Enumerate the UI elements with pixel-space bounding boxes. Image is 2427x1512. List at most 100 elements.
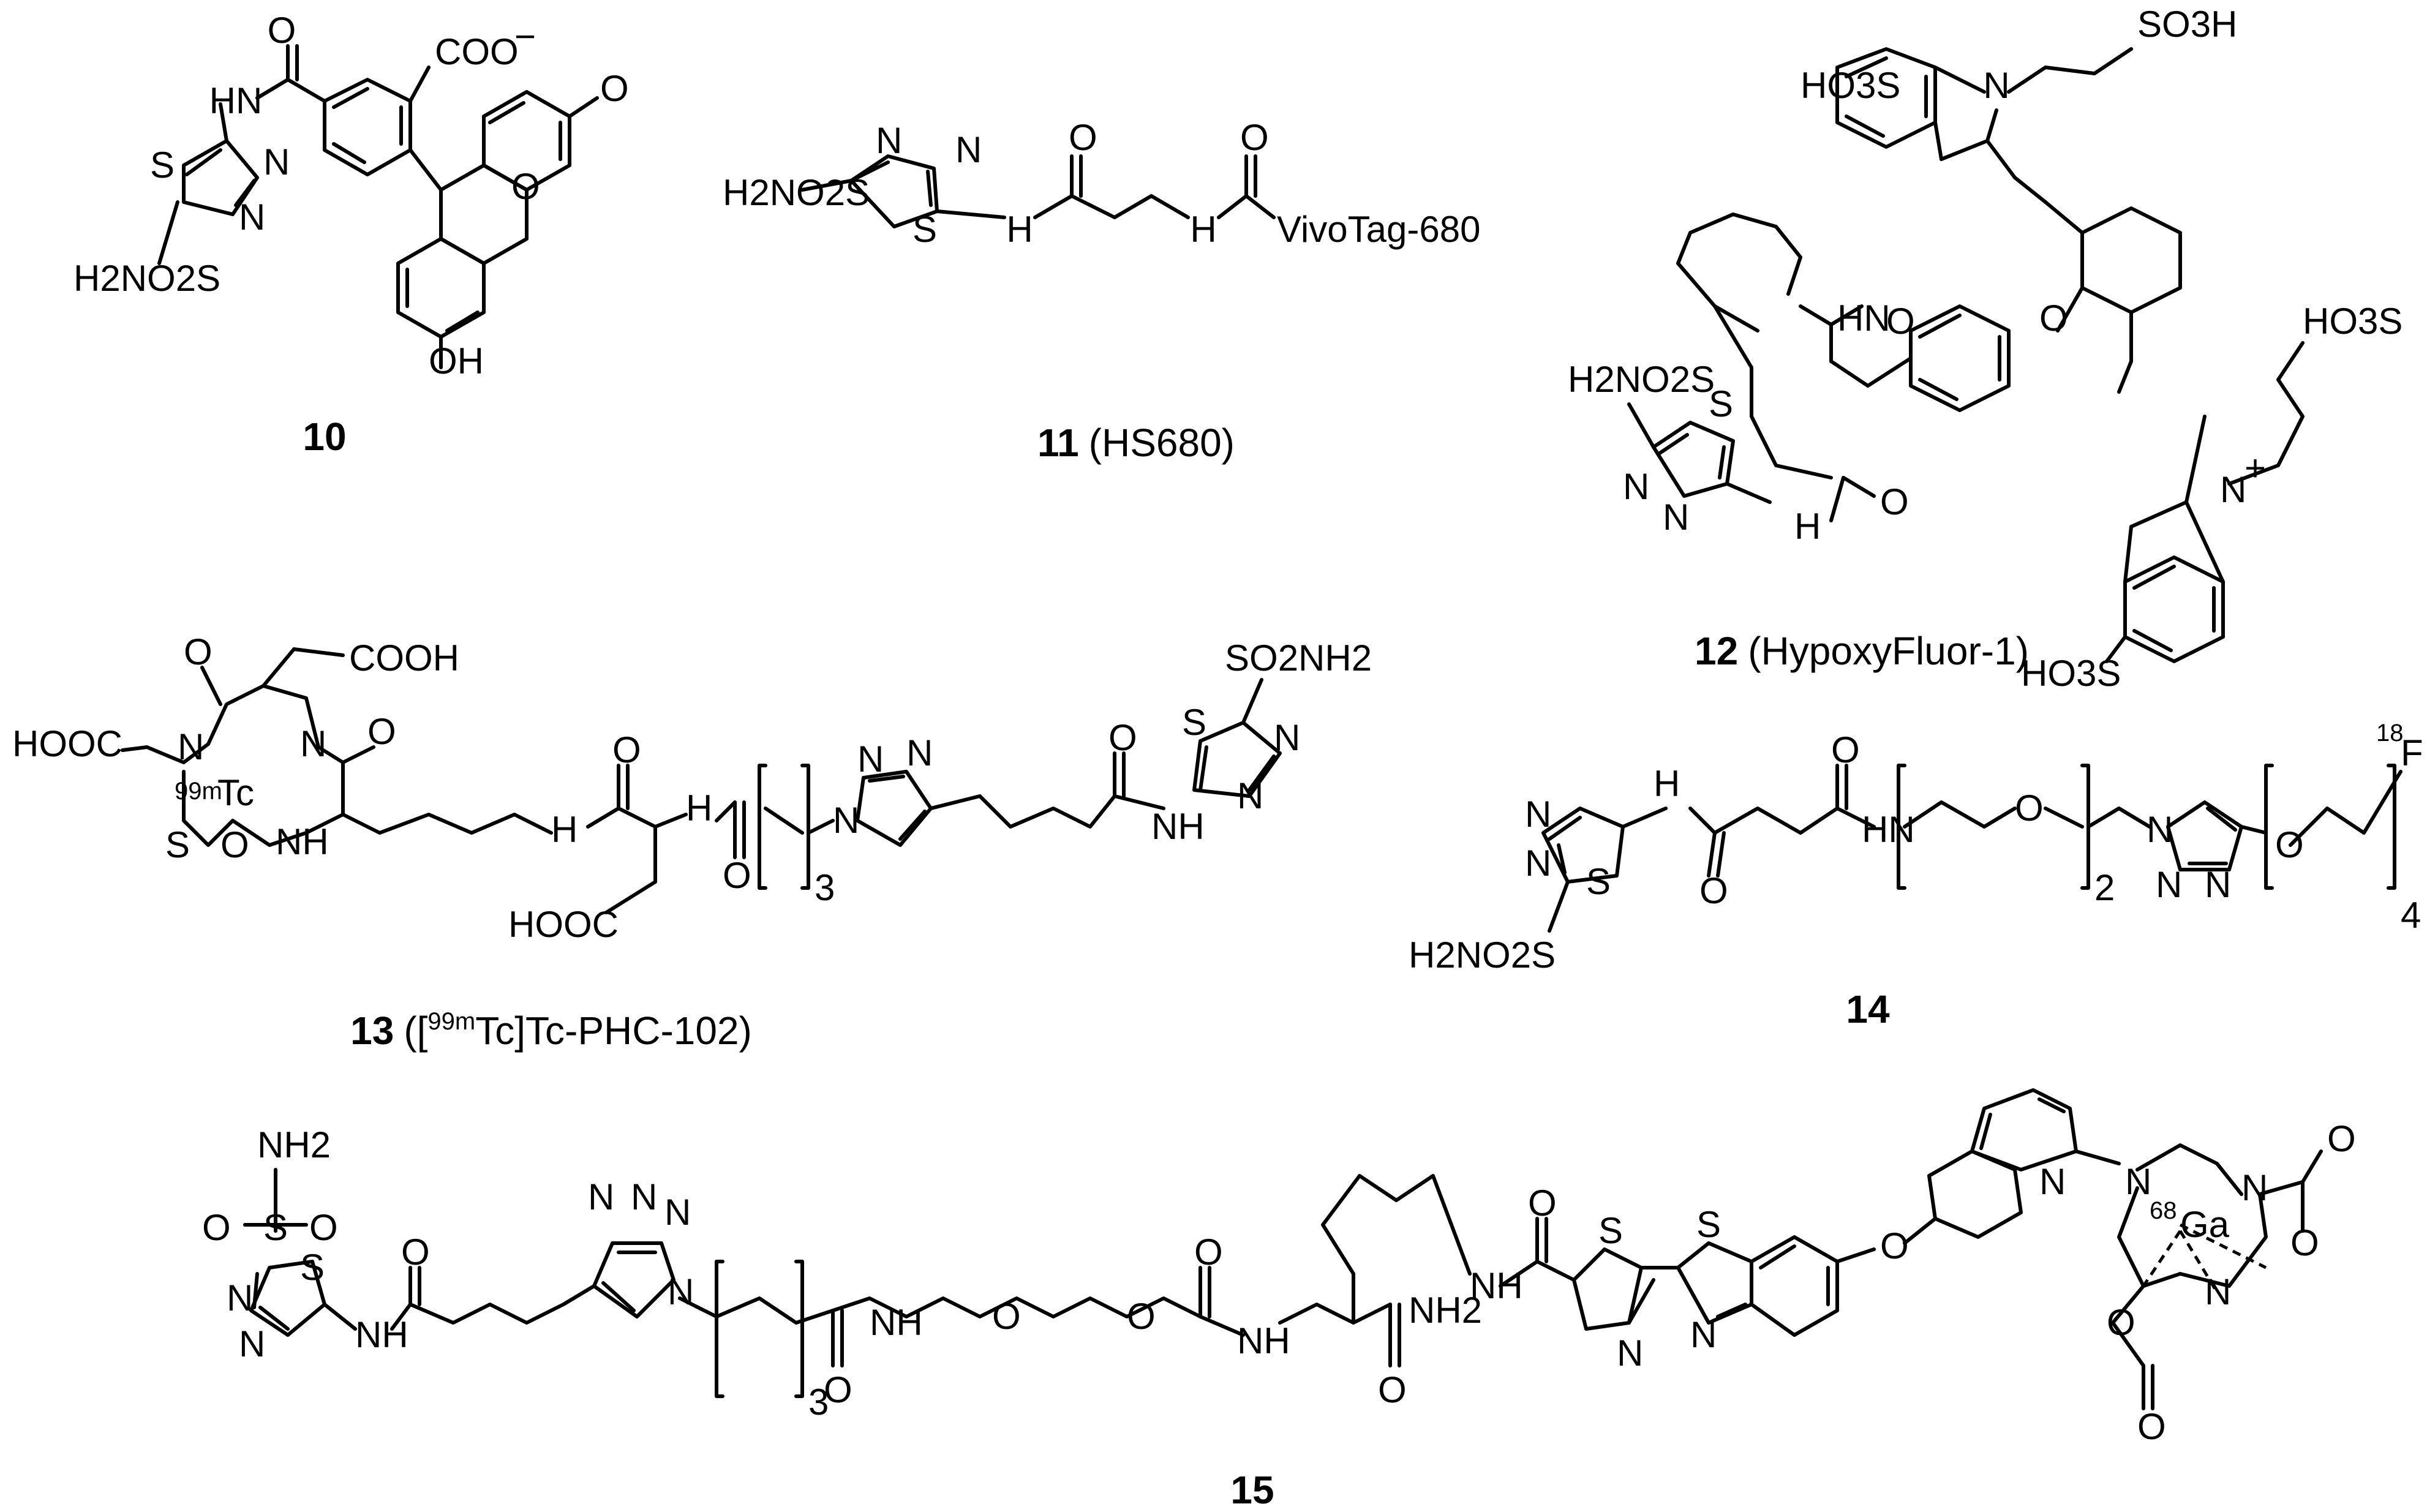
o-label: O <box>268 10 296 51</box>
o-label: O <box>1108 717 1137 758</box>
n-label: N <box>906 732 933 773</box>
sulfonamide-label: H2NO2S <box>1409 935 1556 976</box>
hn-label: HN <box>1837 298 1891 339</box>
o-label: O <box>1880 481 1909 522</box>
hooc-label: HOOC <box>12 723 122 764</box>
repeat-count: 4 <box>2401 895 2421 936</box>
tc-isotope: 99m <box>175 778 222 805</box>
o-label: O <box>1194 1232 1223 1273</box>
compound-12-number: 12 <box>1695 629 1738 673</box>
compound-12-labels: HO3S N SO3H HN O O H2NO2S S N N H O HO3S… <box>1568 4 2403 694</box>
n-label: N <box>1663 497 1689 538</box>
tc-label: Tc <box>217 772 254 813</box>
plus-sign: + <box>2245 448 2266 489</box>
sulfonamide-label: H2NO2S <box>723 172 870 213</box>
compound-15-labels: NH2 O S O S N N NH O N N N N 3 O NH O O … <box>202 1118 2356 1447</box>
n-label: N <box>227 1277 253 1318</box>
nh-label: H <box>551 809 578 850</box>
compound-13-number: 13 <box>350 1009 394 1053</box>
nh-label: H <box>1006 209 1033 250</box>
s-label: S <box>1182 702 1206 743</box>
cooh-label: COOH <box>349 638 459 679</box>
ether-o-label: O <box>992 1296 1021 1337</box>
nh-label: H <box>1794 506 1821 547</box>
n-label: N <box>631 1176 657 1217</box>
n-label: N <box>857 739 884 780</box>
n-label: N <box>2241 1167 2268 1208</box>
n-label: N <box>1690 1314 1717 1355</box>
s-label: S <box>150 145 175 186</box>
sulfonate-label: SO3H <box>2137 4 2237 45</box>
o-label: O <box>184 631 213 672</box>
ether-o-label: O <box>1880 1225 1909 1266</box>
n-label: N <box>2125 1161 2151 1202</box>
s-label: S <box>1709 383 1733 424</box>
n-label: N <box>664 1192 691 1233</box>
nh-label: H <box>686 788 712 829</box>
compound-14-number: 14 <box>1846 987 1890 1031</box>
o-label: O <box>1240 117 1269 158</box>
o-label: O <box>1069 117 1097 158</box>
n-label: HN <box>1862 809 1915 850</box>
n-label: N <box>1525 794 1551 835</box>
nh-label: NH <box>870 1302 923 1343</box>
n-label: N <box>955 129 982 170</box>
o-label: O <box>612 729 641 770</box>
o-label: O <box>401 1232 430 1273</box>
s-label: S <box>300 1247 325 1288</box>
compound-11-structure <box>800 154 1276 228</box>
nh-label: NH <box>1151 806 1205 847</box>
sulfonamide-label: H2NO2S <box>73 258 220 299</box>
o-label: O <box>202 1207 231 1248</box>
o-label: O <box>1699 870 1728 911</box>
o-label: O <box>1378 1369 1407 1410</box>
o-label: O <box>309 1207 338 1248</box>
nh-label: NH <box>276 821 329 862</box>
vivotag-label: VivoTag-680 <box>1277 209 1480 250</box>
n-label: N <box>588 1176 614 1217</box>
o-label: O <box>2275 824 2304 865</box>
n-label: N <box>2205 1271 2231 1312</box>
carboxylate-label: COO <box>435 31 519 72</box>
n-label: N <box>263 141 290 182</box>
nh-label: NH <box>1237 1320 1290 1361</box>
n-label: N <box>239 197 265 238</box>
n-label: N <box>668 1271 694 1312</box>
compound-12-caption: 12(HypoxyFluor-1) <box>1695 629 2029 673</box>
n-label: N <box>178 726 204 767</box>
n-label: N <box>833 800 859 841</box>
compound-11-caption: 11(HS680) <box>1037 421 1235 465</box>
o-label: O <box>2015 788 2044 829</box>
f-label: F <box>2401 732 2423 773</box>
o-label: O <box>2137 1406 2166 1447</box>
n-label: N <box>2156 864 2182 905</box>
o-label: O <box>367 711 396 752</box>
n-label: N <box>1274 717 1300 758</box>
o-label: O <box>824 1369 852 1410</box>
ga-label: Ga <box>2180 1204 2230 1245</box>
o-label: O <box>220 824 249 865</box>
o-label: O <box>2107 1302 2135 1343</box>
n-label: N <box>239 1323 265 1364</box>
n-label: N <box>1525 843 1551 884</box>
nh-label: H <box>1654 763 1680 804</box>
sulfonate-label: HO3S <box>2021 653 2121 694</box>
ga-isotope: 68 <box>2150 1197 2177 1224</box>
sulfonamide-label: SO2NH2 <box>1225 638 1372 679</box>
sulfonate-label: HO3S <box>1800 65 1900 106</box>
compound-15-number: 15 <box>1230 1468 1274 1512</box>
n-label: N <box>2205 864 2231 905</box>
n-label: N <box>2039 1161 2066 1202</box>
repeat-count: 3 <box>808 1382 829 1423</box>
compound-11-number: 11 <box>1037 421 1079 465</box>
compound-14-structure <box>1541 764 2403 933</box>
nh-label: NH <box>1470 1265 1523 1306</box>
n-label: N <box>876 120 902 161</box>
compound-13-structure <box>121 647 1282 914</box>
s-label: S <box>1586 861 1611 902</box>
s-label: S <box>165 824 190 865</box>
minus-sign: − <box>514 16 536 57</box>
compound-13-caption: 13([99mTc]Tc-PHC-102) <box>350 1008 752 1053</box>
compound-10-structure <box>182 44 599 369</box>
f-isotope: 18 <box>2376 720 2404 747</box>
